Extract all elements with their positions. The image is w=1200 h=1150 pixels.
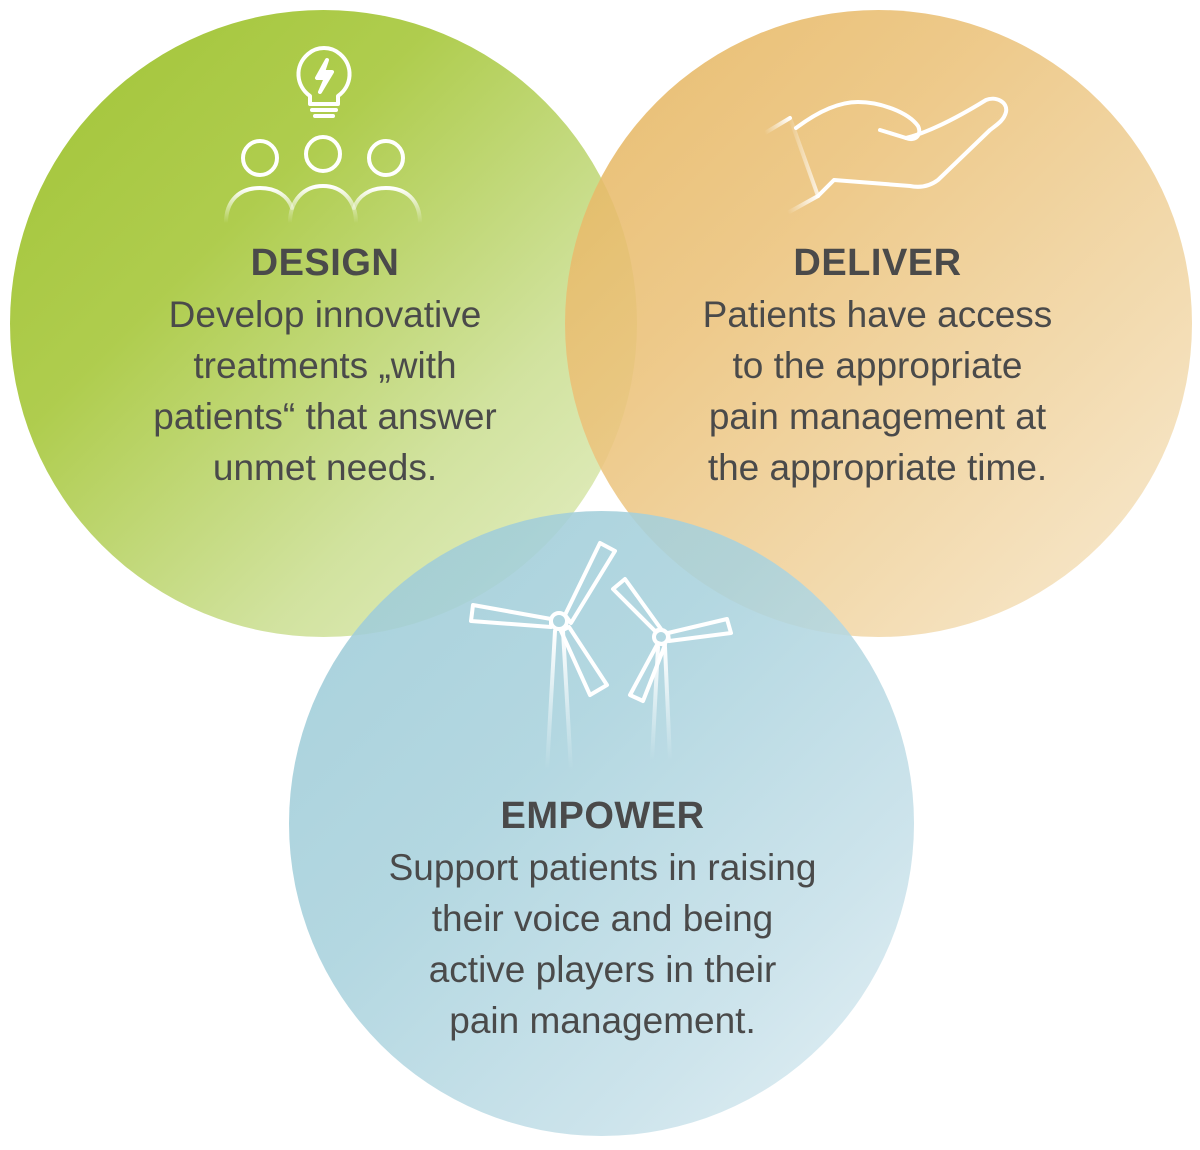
team-lightbulb-icon: [224, 46, 422, 225]
design-title: DESIGN: [250, 242, 400, 284]
empower-circle: [289, 511, 914, 1136]
design-text: Develop innovative treatments „with pati…: [153, 294, 497, 488]
empower-label: EMPOWER Support patients in raising thei…: [330, 790, 875, 1046]
design-label: DESIGN Develop innovative treatments „wi…: [90, 237, 560, 493]
open-hand-icon: [758, 96, 1009, 218]
deliver-title: DELIVER: [793, 242, 962, 284]
deliver-text: Patients have access to the appropriate …: [702, 294, 1053, 488]
deliver-label: DELIVER Patients have access to the appr…: [640, 237, 1115, 493]
empower-text: Support patients in raising their voice …: [388, 847, 817, 1041]
wind-turbines-icon: [469, 541, 733, 772]
empower-title: EMPOWER: [500, 795, 705, 837]
